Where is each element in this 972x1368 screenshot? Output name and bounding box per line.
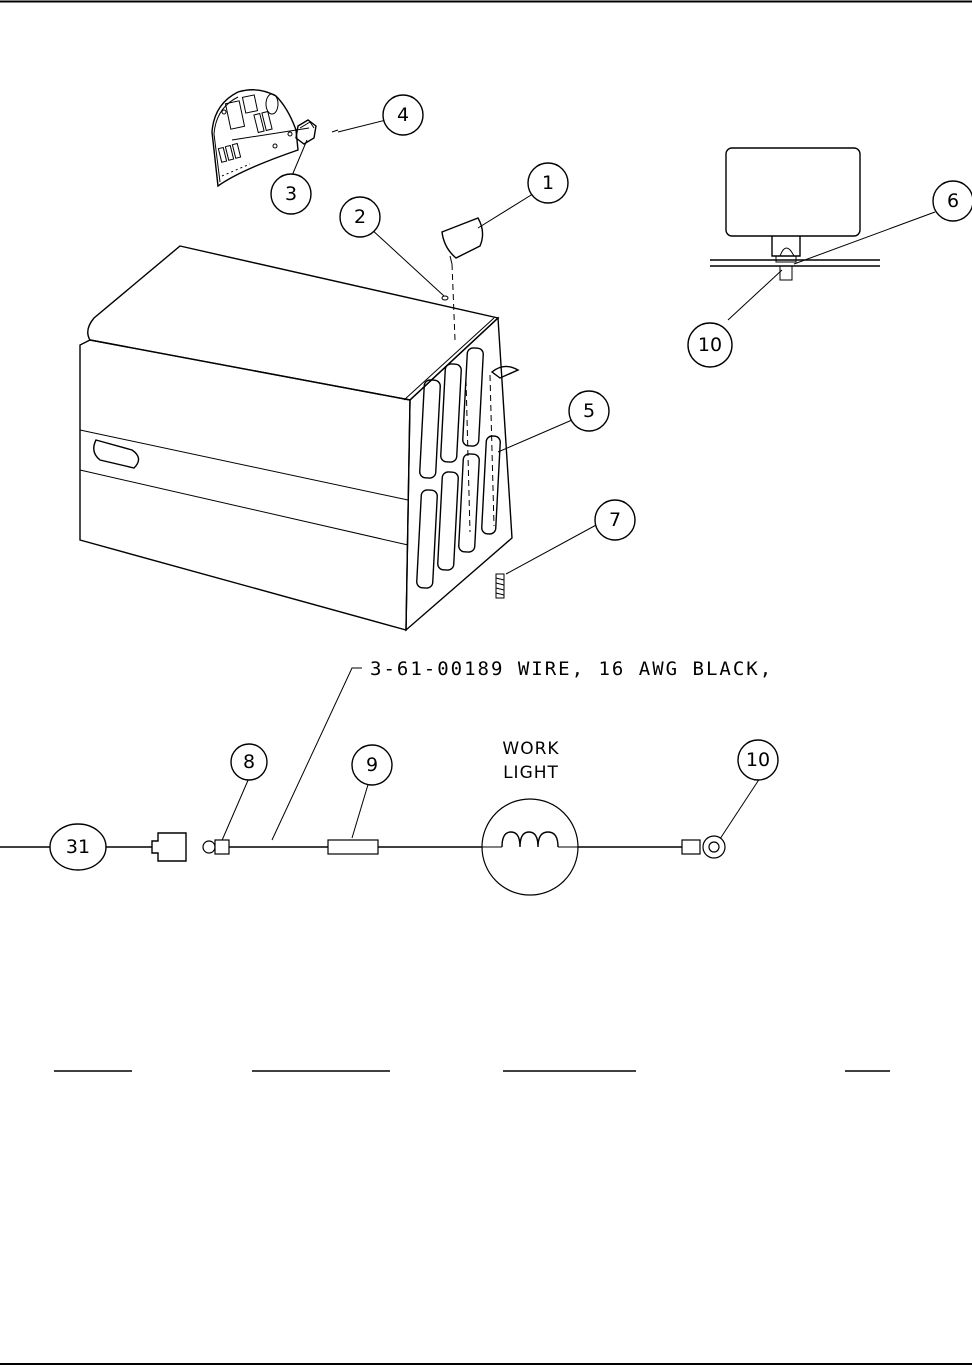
balloon-8-label: 8	[243, 751, 255, 773]
balloon-6: 6	[932, 180, 972, 222]
balloon-3: 3	[270, 173, 312, 215]
balloon-31-label: 31	[66, 836, 90, 858]
work-light-label-line2: LIGHT	[503, 763, 559, 783]
balloon-3-label: 3	[285, 183, 297, 205]
balloon-7-label: 7	[609, 509, 621, 531]
enclosure-drawing	[79, 217, 520, 632]
balloon-2: 2	[339, 196, 381, 238]
control-panel-drawing	[211, 89, 339, 188]
work-light-mount-detail	[710, 147, 880, 281]
balloon-2-label: 2	[354, 206, 366, 228]
balloon-5-label: 5	[583, 400, 595, 422]
balloon-8: 8	[230, 743, 268, 781]
balloon-10-detail-label: 10	[698, 334, 722, 356]
wire-spec-note: 3-61-00189 WIRE, 16 AWG BLACK,	[370, 658, 773, 680]
balloon-9: 9	[351, 744, 393, 786]
balloon-5: 5	[568, 390, 610, 432]
balloon-4-label: 4	[397, 104, 409, 126]
wiring-schematic	[0, 798, 726, 896]
work-light-label-line1: WORK	[502, 739, 559, 759]
balloon-10-schematic-label: 10	[746, 749, 770, 771]
balloon-1-label: 1	[542, 172, 554, 194]
balloon-10-detail: 10	[687, 322, 733, 368]
balloon-9-label: 9	[366, 754, 378, 776]
balloon-31: 31	[49, 823, 107, 871]
balloon-1: 1	[527, 162, 569, 204]
balloon-10-schematic: 10	[737, 739, 779, 781]
balloon-4: 4	[382, 94, 424, 136]
leader-lines	[219, 119, 936, 846]
balloon-6-label: 6	[947, 190, 959, 212]
balloon-7: 7	[594, 499, 636, 541]
